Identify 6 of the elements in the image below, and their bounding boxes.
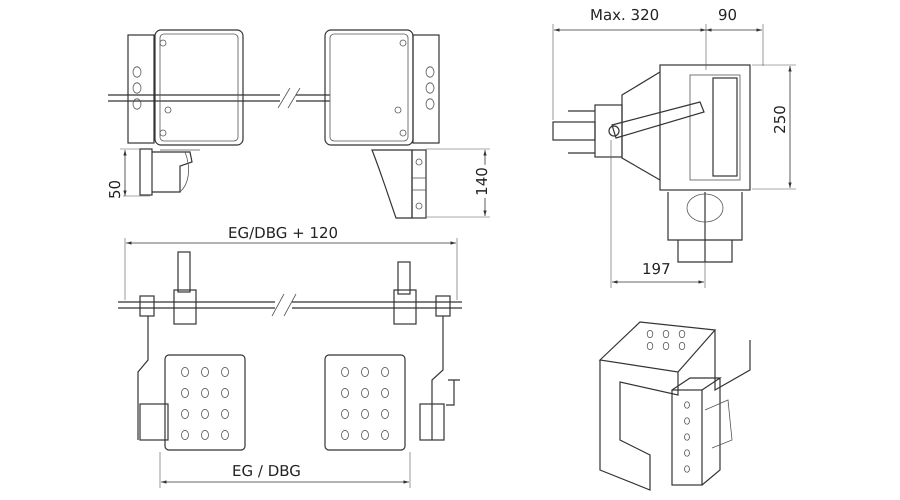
dimension-label: Max. 320: [588, 8, 662, 23]
dimension-label: 250: [772, 103, 788, 136]
dimension-label: EG / DBG: [230, 464, 303, 479]
dimension-label: 90: [716, 8, 740, 23]
dimension-label: 140: [474, 165, 490, 198]
dimension-label: EG/DBG + 120: [226, 226, 340, 241]
